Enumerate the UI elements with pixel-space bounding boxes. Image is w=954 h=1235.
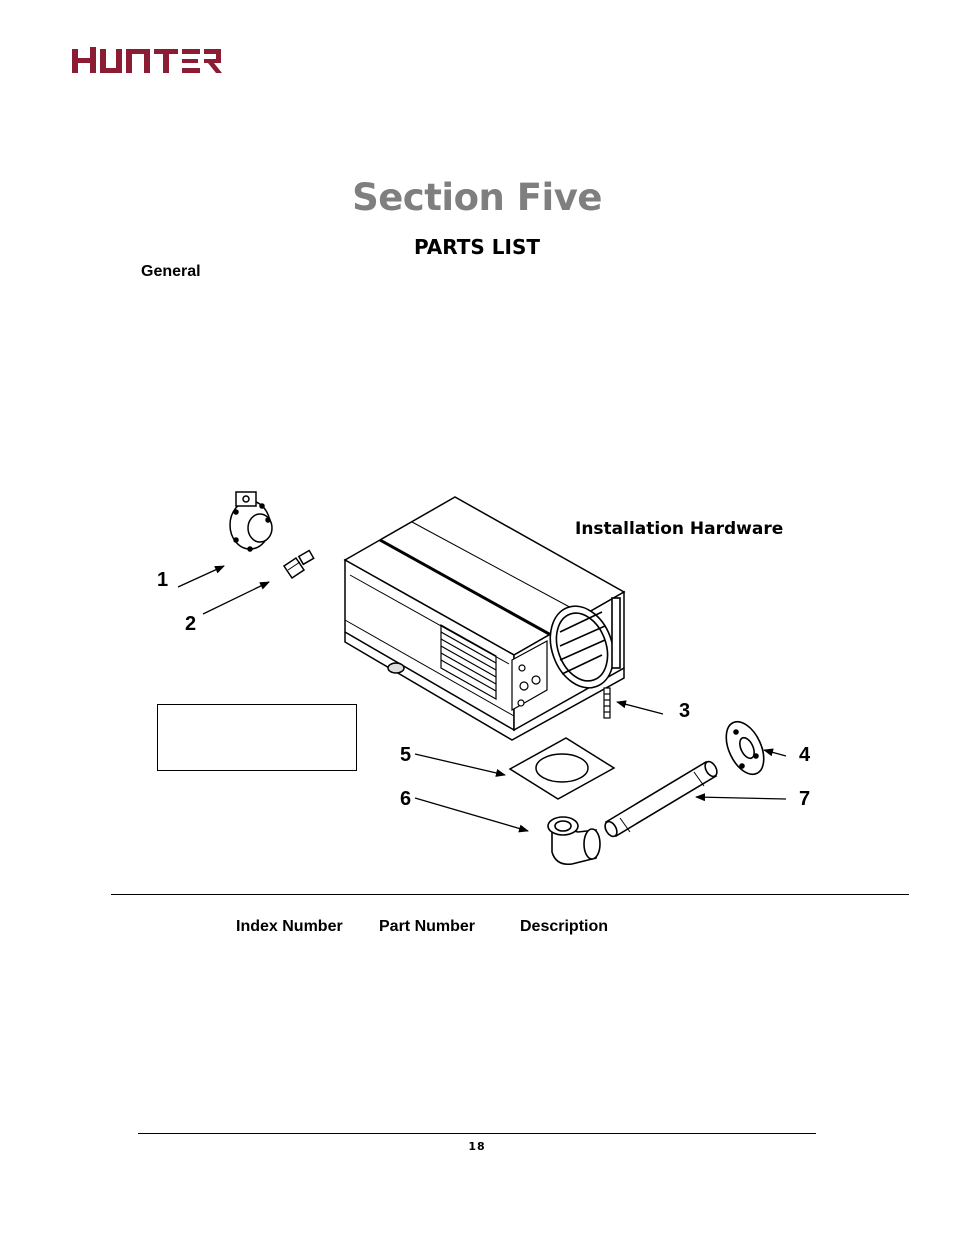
section-title: Section Five (352, 176, 602, 219)
hunter-logo (72, 47, 222, 73)
table-top-rule (111, 894, 909, 895)
callout-4: 4 (799, 744, 811, 766)
part-3-threaded-rod (603, 687, 611, 719)
callout-2: 2 (185, 613, 197, 635)
front-louver-grille (440, 623, 497, 701)
parts-list-heading: PARTS LIST (413, 235, 541, 259)
callout-3: 3 (679, 700, 691, 722)
callout-5: 5 (400, 744, 412, 766)
column-header-description: Description (520, 918, 609, 935)
leader-arrows (177, 565, 787, 833)
column-header-part-number: Part Number (379, 918, 476, 935)
callout-1: 1 (157, 569, 169, 591)
column-header-index-number: Index Number (236, 918, 343, 935)
part-5-gasket (508, 737, 616, 800)
installation-hardware-heading: Installation Hardware (575, 519, 784, 539)
note-box (157, 704, 357, 771)
part-1-pump-assembly (229, 491, 273, 552)
outlet-grille (549, 597, 621, 689)
page-number: 18 (468, 1140, 486, 1153)
part-2-fitting (282, 549, 315, 580)
footer-rule (138, 1133, 816, 1134)
part-6-elbow (547, 816, 601, 866)
general-subheading: General (141, 263, 201, 280)
part-4-flange (725, 720, 765, 776)
callout-6: 6 (400, 788, 412, 810)
callout-7: 7 (799, 788, 811, 810)
control-panel (511, 639, 548, 712)
part-7-pipe-nipple (604, 760, 718, 838)
